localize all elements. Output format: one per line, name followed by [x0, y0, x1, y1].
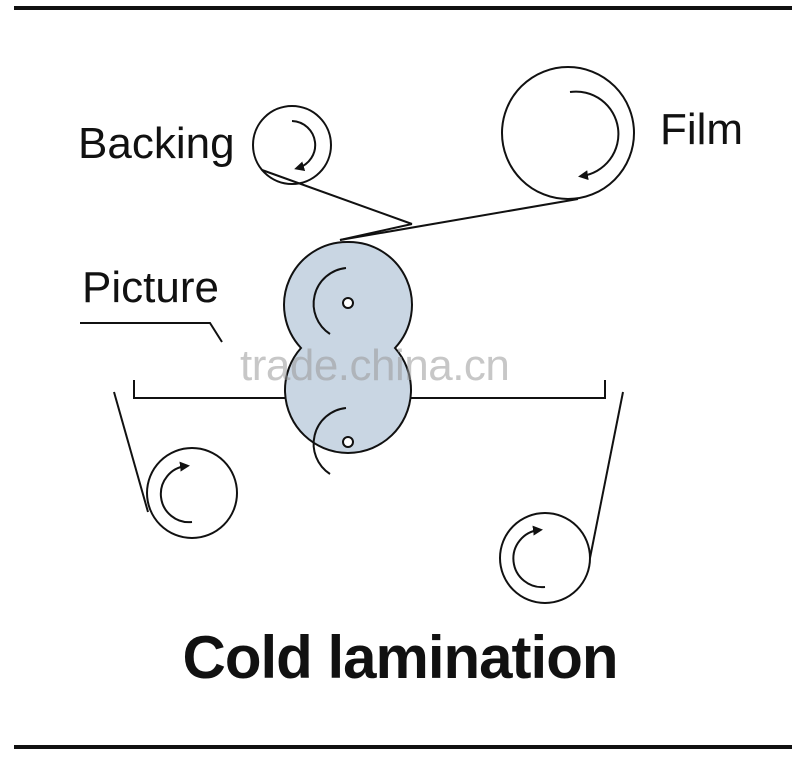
film-rotation-arrow-icon	[569, 90, 620, 181]
upper-roller-hub	[342, 297, 354, 309]
top-border-rule	[14, 6, 792, 10]
right-takeup-rotation-arrow-icon	[512, 525, 546, 589]
film-label: Film	[660, 105, 744, 154]
lower-roller-arc	[312, 407, 347, 475]
right-takeup-web	[589, 391, 624, 559]
backing-roll	[252, 105, 332, 185]
roller-pair-body	[283, 240, 413, 454]
laminating-rollers	[283, 240, 413, 475]
picture-label: Picture	[82, 263, 219, 312]
film-web-line	[339, 198, 579, 241]
upper-roller-arc	[312, 267, 347, 335]
picture-leader-line	[80, 322, 223, 343]
left-takeup-web	[113, 391, 149, 513]
backing-web-line	[261, 169, 413, 225]
left-output-web	[133, 380, 289, 399]
lower-roller-hub	[342, 436, 354, 448]
nip-web-line	[339, 223, 413, 241]
right-takeup-roll	[499, 512, 591, 604]
bottom-border-rule	[14, 745, 792, 749]
watermark-text: trade.china.cn	[240, 341, 510, 390]
film-roll	[501, 66, 635, 200]
backing-rotation-arrow-icon	[291, 120, 317, 172]
web-paths	[80, 169, 624, 559]
right-output-web	[411, 380, 606, 399]
backing-label: Backing	[78, 119, 235, 168]
left-takeup-roll	[146, 447, 238, 539]
left-takeup-rotation-arrow-icon	[159, 461, 193, 524]
diagram-title: Cold lamination	[182, 624, 619, 691]
